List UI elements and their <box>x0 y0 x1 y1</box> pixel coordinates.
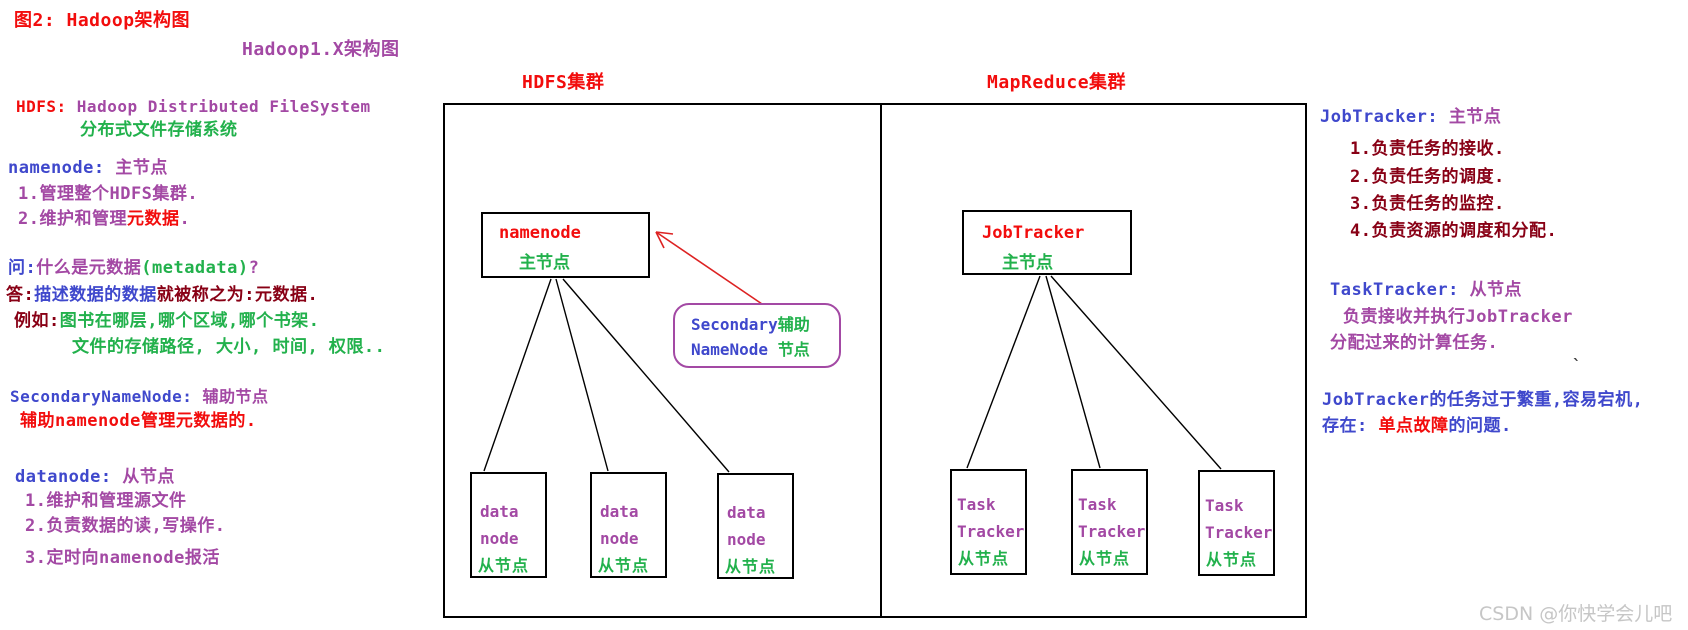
cluster-outer-box <box>443 103 1307 618</box>
tasktracker-box-3: Task Tracker 从节点 <box>1198 470 1275 576</box>
jobtracker-box: JobTracker 主节点 <box>962 210 1132 275</box>
datanode-role: 从节点 <box>598 556 650 575</box>
note-namenode-item-2: 2.维护和管理元数据. <box>18 209 191 229</box>
tasktracker-label: Task <box>957 495 996 514</box>
note-hdfs-definition-zh: 分布式文件存储系统 <box>80 120 238 140</box>
tasktracker-label: Tracker <box>957 522 1025 541</box>
note-namenode-item-1: 1.管理整个HDFS集群. <box>18 184 199 204</box>
note-jobtracker-item-3: 3.负责任务的监控. <box>1350 194 1505 214</box>
datanode-box-3: data node 从节点 <box>717 473 794 579</box>
namenode-box-role: 主节点 <box>519 253 570 273</box>
tasktracker-label: Task <box>1205 496 1244 515</box>
note-metadata-answer: 答:描述数据的数据就被称之为:元数据. <box>6 285 319 305</box>
note-jobtracker-item-4: 4.负责资源的调度和分配. <box>1350 221 1558 241</box>
figure-title: 图2: Hadoop架构图 <box>14 10 191 31</box>
note-tasktracker-desc-2: 分配过来的计算任务. <box>1330 333 1499 353</box>
datanode-box-2: data node 从节点 <box>590 472 667 578</box>
namenode-box-title: namenode <box>499 223 581 243</box>
hdfs-cluster-title: HDFS集群 <box>522 72 605 93</box>
tasktracker-box-1: Task Tracker 从节点 <box>950 469 1027 575</box>
secondary-namenode-box: Secondary辅助 NameNode 节点 <box>673 303 841 368</box>
cluster-divider <box>880 103 882 618</box>
namenode-box: namenode 主节点 <box>481 212 650 278</box>
note-jobtracker-item-2: 2.负责任务的调度. <box>1350 167 1505 187</box>
note-metadata-example-2: 文件的存储路径, 大小, 时间, 权限.. <box>72 337 386 357</box>
datanode-label: data <box>727 503 766 522</box>
note-secondarynamenode: SecondaryNameNode: 辅助节点 <box>10 387 269 406</box>
jobtracker-box-role: 主节点 <box>1002 253 1053 273</box>
tasktracker-label: Tracker <box>1078 522 1146 541</box>
note-jobtracker: JobTracker: 主节点 <box>1320 107 1502 127</box>
secondary-namenode-line-2: NameNode 节点 <box>691 340 810 359</box>
note-metadata-question: 问:什么是元数据(metadata)? <box>8 258 260 278</box>
note-datanode: datanode: 从节点 <box>15 467 175 487</box>
csdn-watermark: CSDN @你快学会儿吧 <box>1479 603 1673 625</box>
secondary-namenode-line-1: Secondary辅助 <box>691 315 810 334</box>
note-datanode-item-2: 2.负责数据的读,写操作. <box>25 516 226 536</box>
datanode-role: 从节点 <box>725 557 777 576</box>
note-hdfs-definition: HDFS: Hadoop Distributed FileSystem <box>16 97 371 116</box>
tasktracker-label: Task <box>1078 495 1117 514</box>
datanode-label: data <box>480 502 519 521</box>
tasktracker-role: 从节点 <box>1079 549 1131 568</box>
tasktracker-role: 从节点 <box>1206 550 1258 569</box>
note-spof-1: JobTracker的任务过于繁重,容易宕机, <box>1322 390 1644 410</box>
note-tasktracker-desc-1: 负责接收并执行JobTracker <box>1343 307 1573 327</box>
stray-tick-mark: ` <box>1572 356 1582 375</box>
note-datanode-item-3: 3.定时向namenode报活 <box>25 548 220 568</box>
tasktracker-label: Tracker <box>1205 523 1273 542</box>
note-tasktracker: TaskTracker: 从节点 <box>1330 280 1523 300</box>
note-metadata-example: 例如:图书在哪层,哪个区域,哪个书架. <box>14 311 320 331</box>
note-spof-2: 存在: 单点故障的问题. <box>1322 416 1512 436</box>
datanode-label: node <box>600 529 639 548</box>
datanode-box-1: data node 从节点 <box>470 472 547 578</box>
mapreduce-cluster-title: MapReduce集群 <box>987 72 1127 93</box>
note-namenode: namenode: 主节点 <box>8 158 168 178</box>
note-datanode-item-1: 1.维护和管理源文件 <box>25 491 187 511</box>
datanode-label: data <box>600 502 639 521</box>
tasktracker-role: 从节点 <box>958 549 1010 568</box>
jobtracker-box-title: JobTracker <box>982 223 1085 243</box>
note-secondarynamenode-desc: 辅助namenode管理元数据的. <box>20 411 257 431</box>
datanode-role: 从节点 <box>478 556 530 575</box>
note-jobtracker-item-1: 1.负责任务的接收. <box>1350 139 1505 159</box>
architecture-subtitle: Hadoop1.X架构图 <box>242 39 400 60</box>
datanode-label: node <box>480 529 519 548</box>
datanode-label: node <box>727 530 766 549</box>
tasktracker-box-2: Task Tracker 从节点 <box>1071 469 1148 575</box>
